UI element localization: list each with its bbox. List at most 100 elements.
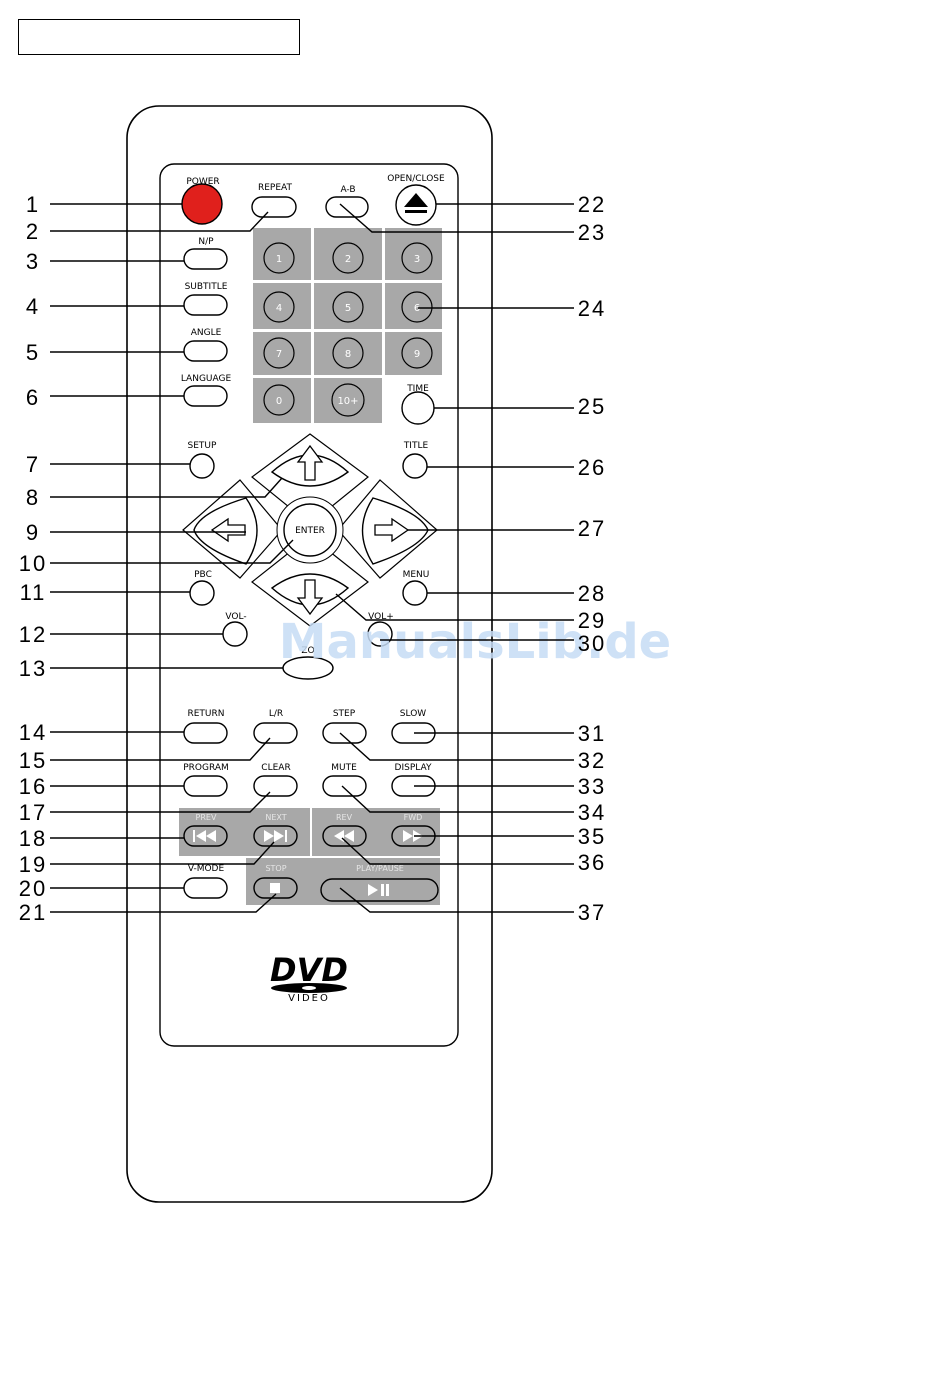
svg-text:8: 8 <box>26 485 40 510</box>
ab-button[interactable] <box>325 196 369 218</box>
play-pause-icon <box>368 884 389 896</box>
setup-button[interactable] <box>189 453 215 479</box>
svg-text:28: 28 <box>578 581 606 606</box>
svg-text:37: 37 <box>578 900 606 925</box>
svg-text:18: 18 <box>19 826 47 851</box>
left-arrow-icon <box>210 517 246 543</box>
svg-text:1: 1 <box>276 254 282 265</box>
pbc-label: PBC <box>194 570 212 580</box>
stop-button[interactable] <box>253 877 298 899</box>
enter-button[interactable] <box>283 503 337 557</box>
digit-9-button[interactable]: 9 <box>401 337 433 369</box>
play-pause-label: PLAY/PAUSE <box>356 864 404 873</box>
return-label: RETURN <box>187 709 224 719</box>
up-arrow-icon <box>296 444 324 481</box>
svg-text:15: 15 <box>19 748 47 773</box>
svg-text:10: 10 <box>19 551 47 576</box>
leader-lines-left <box>50 203 294 913</box>
angle-button[interactable] <box>183 340 228 362</box>
setup-label: SETUP <box>188 441 217 451</box>
next-button[interactable] <box>253 825 298 847</box>
digit-8-button[interactable]: 8 <box>332 337 364 369</box>
callout-numbers-left: 1 2 3 4 5 6 7 8 9 10 11 12 13 14 15 16 1… <box>19 192 47 925</box>
vol-minus-button[interactable] <box>222 621 248 647</box>
svg-text:29: 29 <box>578 608 606 633</box>
digit-6-button[interactable]: 6 <box>401 291 433 323</box>
watermark: ManualsLib.de <box>279 614 671 670</box>
time-button[interactable] <box>401 391 435 425</box>
np-label: N/P <box>198 237 214 247</box>
prev-button[interactable] <box>183 825 228 847</box>
svg-text:32: 32 <box>578 748 606 773</box>
program-button[interactable] <box>183 775 228 797</box>
right-button[interactable] <box>361 497 429 565</box>
repeat-button[interactable] <box>251 196 297 218</box>
rev-button[interactable] <box>322 825 367 847</box>
pbc-button[interactable] <box>189 580 215 606</box>
fwd-button[interactable] <box>391 825 436 847</box>
leader-lines-right <box>335 203 574 913</box>
menu-button[interactable] <box>402 580 428 606</box>
svg-text:11: 11 <box>20 580 47 605</box>
svg-text:16: 16 <box>19 774 47 799</box>
mute-button[interactable] <box>322 775 367 797</box>
right-arrow-icon <box>374 517 410 543</box>
svg-text:2: 2 <box>345 254 351 265</box>
svg-text:4: 4 <box>26 294 40 319</box>
svg-text:36: 36 <box>578 850 606 875</box>
svg-text:5: 5 <box>345 303 351 314</box>
step-label: STEP <box>333 709 356 719</box>
svg-text:9: 9 <box>26 520 40 545</box>
svg-text:14: 14 <box>19 720 47 745</box>
svg-text:5: 5 <box>26 340 40 365</box>
repeat-label: REPEAT <box>258 183 293 193</box>
svg-text:26: 26 <box>578 455 606 480</box>
digit-0-button[interactable]: 0 <box>263 384 295 416</box>
power-button[interactable] <box>181 183 223 225</box>
digit-7-button[interactable]: 7 <box>263 337 295 369</box>
eject-icon <box>404 193 428 207</box>
svg-text:30: 30 <box>578 631 606 656</box>
open-close-button[interactable] <box>395 184 437 226</box>
menu-label: MENU <box>403 570 430 580</box>
stop-label: STOP <box>265 864 286 873</box>
digit-2-button[interactable]: 2 <box>332 242 364 274</box>
svg-text:34: 34 <box>578 800 606 825</box>
step-button[interactable] <box>322 722 367 744</box>
svg-text:35: 35 <box>578 824 606 849</box>
digit-4-button[interactable]: 4 <box>263 291 295 323</box>
digit-5-button[interactable]: 5 <box>332 291 364 323</box>
subtitle-button[interactable] <box>183 294 228 316</box>
down-arrow-icon <box>296 579 324 616</box>
svg-text:6: 6 <box>414 303 420 314</box>
up-button[interactable] <box>270 444 350 487</box>
enter-label: ENTER <box>295 526 325 536</box>
np-button[interactable] <box>183 248 228 270</box>
svg-text:21: 21 <box>19 900 47 925</box>
rev-label: REV <box>336 813 353 822</box>
svg-text:7: 7 <box>26 452 40 477</box>
prev-icon <box>193 830 216 842</box>
svg-text:12: 12 <box>19 622 47 647</box>
clear-button[interactable] <box>253 775 298 797</box>
play-pause-button[interactable] <box>320 878 439 902</box>
svg-text:3: 3 <box>26 249 40 274</box>
vmode-button[interactable] <box>183 877 228 899</box>
svg-text:VIDEO: VIDEO <box>288 993 330 1004</box>
title-button[interactable] <box>402 453 428 479</box>
svg-text:2: 2 <box>26 219 40 244</box>
lr-button[interactable] <box>253 722 298 744</box>
digit-1-button[interactable]: 1 <box>263 242 295 274</box>
down-button[interactable] <box>270 573 350 616</box>
digit-3-button[interactable]: 3 <box>401 242 433 274</box>
language-button[interactable] <box>183 385 228 407</box>
zoom-label: ZO <box>301 646 314 656</box>
svg-text:7: 7 <box>276 349 282 360</box>
vol-minus-label: VOL- <box>225 612 246 622</box>
digit-10plus-button[interactable]: 10+ <box>331 383 365 417</box>
left-button[interactable] <box>193 497 258 565</box>
svg-text:3: 3 <box>414 254 420 265</box>
return-button[interactable] <box>183 722 228 744</box>
svg-text:8: 8 <box>345 349 351 360</box>
vmode-label: V-MODE <box>188 864 225 874</box>
